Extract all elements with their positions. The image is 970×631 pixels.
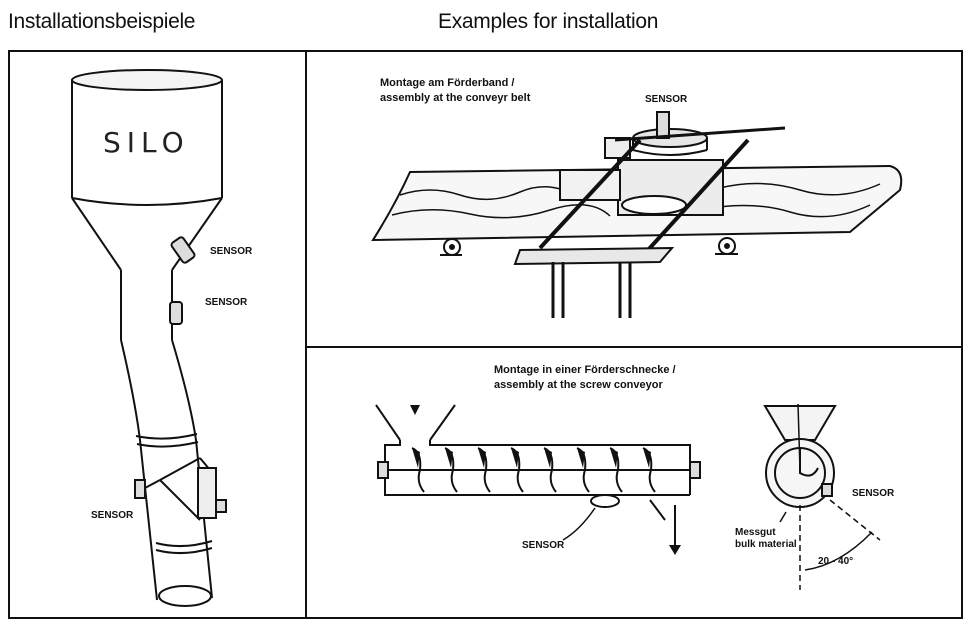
screw-caption-line2: assembly at the screw conveyor [494, 379, 663, 391]
material-label-en: bulk material [735, 539, 797, 550]
screw-cross-section [763, 403, 881, 590]
silo-sensor-label-1: SENSOR [210, 246, 253, 257]
screw-sensor-label-left: SENSOR [522, 540, 565, 551]
screw-flight-blade [544, 448, 552, 468]
silo-sensor-label-2: SENSOR [205, 297, 248, 308]
screw-flight-blade [412, 448, 420, 468]
header-english: Examples for installation [438, 10, 659, 33]
screw-flight-blade [511, 448, 519, 468]
screw-flight-blade [610, 448, 618, 468]
conveyor-caption-line1: Montage am Förderband / [380, 77, 514, 89]
screw-flight-blade [445, 448, 453, 468]
conveyor-caption-line2: assembly at the conveyr belt [380, 92, 531, 104]
silo-drawing [71, 69, 227, 607]
screw-flights [411, 447, 656, 493]
screw-flight-blade [643, 448, 651, 468]
screw-conveyor-drawing [375, 404, 701, 555]
screw-flight-blade [577, 448, 585, 468]
angle-label: 20 - 40° [818, 556, 853, 567]
silo-label: SILO [103, 126, 190, 159]
screw-flight-blade [478, 448, 486, 468]
silo-sensor-label-3: SENSOR [91, 510, 134, 521]
material-label-de: Messgut [735, 527, 776, 538]
conveyor-sensor-label: SENSOR [645, 94, 688, 105]
outer-frame [8, 50, 963, 619]
conveyor-belt-drawing [371, 111, 903, 318]
screw-sensor-label-right: SENSOR [852, 488, 895, 499]
header-german: Installationsbeispiele [8, 10, 196, 33]
screw-caption-line1: Montage in einer Förderschnecke / [494, 364, 676, 376]
